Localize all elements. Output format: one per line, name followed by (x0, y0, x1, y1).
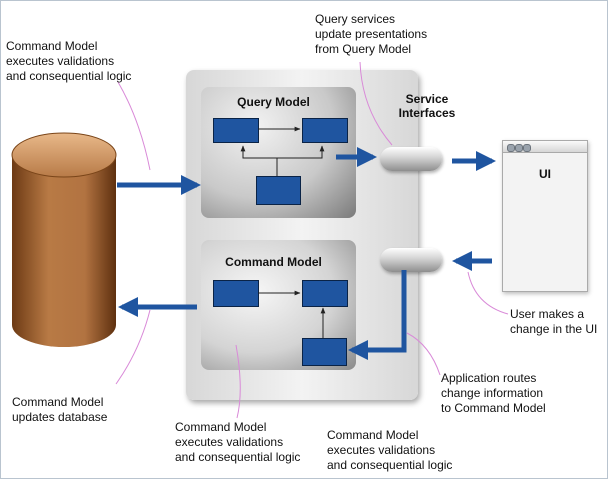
window-dot-icon (507, 144, 515, 152)
callout-line-top-middle (359, 61, 393, 146)
ui-label: UI (539, 167, 551, 181)
window-dot-icon (515, 144, 523, 152)
note-user-change: User makes a change in the UI (510, 307, 598, 336)
callout-line-bottom-middle (235, 344, 241, 419)
query-model-title: Query Model (237, 95, 310, 109)
note-application-routes: Application routes change information to… (441, 371, 546, 415)
service-to-command-arrow (348, 270, 407, 360)
service-interfaces-title: Service Interfaces (398, 92, 456, 120)
query-box-left (213, 118, 259, 143)
note-command-validations-top: Command Model executes validations and c… (6, 39, 132, 83)
query-up-arrow-left (240, 145, 278, 176)
ui-window: UI (502, 140, 588, 292)
callout-line-bottom-left (115, 309, 151, 385)
ui-window-titlebar (503, 141, 587, 153)
service-interface-command (380, 248, 442, 272)
note-command-updates-db: Command Model updates database (12, 395, 108, 424)
callout-line-routes (406, 332, 441, 376)
service-interface-query (380, 147, 442, 171)
query-box-bottom (256, 176, 301, 205)
note-query-services: Query services update presentations from… (315, 12, 428, 56)
command-box-right (302, 280, 348, 307)
note-command-validations-right: Command Model executes validations and c… (327, 428, 453, 472)
note-command-validations-bottom: Command Model executes validations and c… (175, 420, 301, 464)
command-model-title: Command Model (225, 255, 322, 269)
command-box-bottom (302, 338, 347, 366)
query-box-right (302, 118, 348, 143)
callout-line-user (467, 271, 509, 315)
callout-line-top-left (117, 81, 151, 171)
query-up-arrow-right (277, 145, 325, 159)
window-dot-icon (523, 144, 531, 152)
